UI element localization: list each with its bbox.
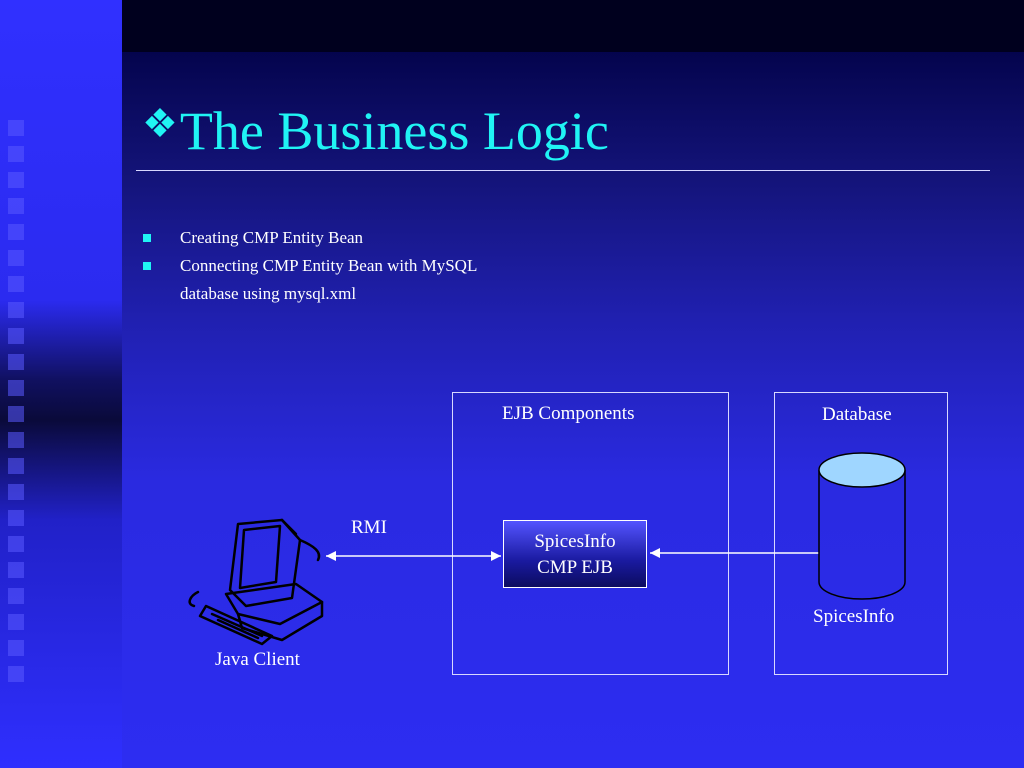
computer-icon <box>188 518 324 646</box>
slide-title-text: The Business Logic <box>179 101 609 161</box>
ejb-components-label: EJB Components <box>502 403 635 424</box>
left-decorative-strip <box>0 0 122 768</box>
slide-title: ❖The Business Logic <box>142 100 609 162</box>
bullet-text: Connecting CMP Entity Bean with MySQL da… <box>180 256 477 303</box>
bullet-list: Creating CMP Entity Bean Connecting CMP … <box>140 224 480 308</box>
rmi-label: RMI <box>351 517 387 538</box>
list-item: Connecting CMP Entity Bean with MySQL da… <box>140 252 480 308</box>
database-to-ejb-arrow <box>650 548 819 558</box>
database-name-label: SpicesInfo <box>813 606 895 627</box>
ejb-node-line1: SpicesInfo <box>534 531 616 552</box>
spicesinfo-ejb-node: SpicesInfo CMP EJB <box>503 520 647 588</box>
database-label: Database <box>822 404 892 425</box>
top-band <box>122 0 1024 52</box>
java-client-label: Java Client <box>215 649 300 670</box>
decorative-squares <box>8 120 28 692</box>
bullet-text: Creating CMP Entity Bean <box>180 228 364 247</box>
cylinder-icon <box>818 452 906 600</box>
square-bullet-icon <box>143 234 151 242</box>
rmi-arrow <box>326 551 501 561</box>
square-bullet-icon <box>143 262 151 270</box>
ejb-components-box <box>452 392 729 675</box>
list-item: Creating CMP Entity Bean <box>140 224 480 252</box>
database-box <box>774 392 948 675</box>
title-divider <box>136 170 990 171</box>
ejb-node-line2: CMP EJB <box>537 557 613 578</box>
diamond-bullet-icon: ❖ <box>142 101 178 146</box>
